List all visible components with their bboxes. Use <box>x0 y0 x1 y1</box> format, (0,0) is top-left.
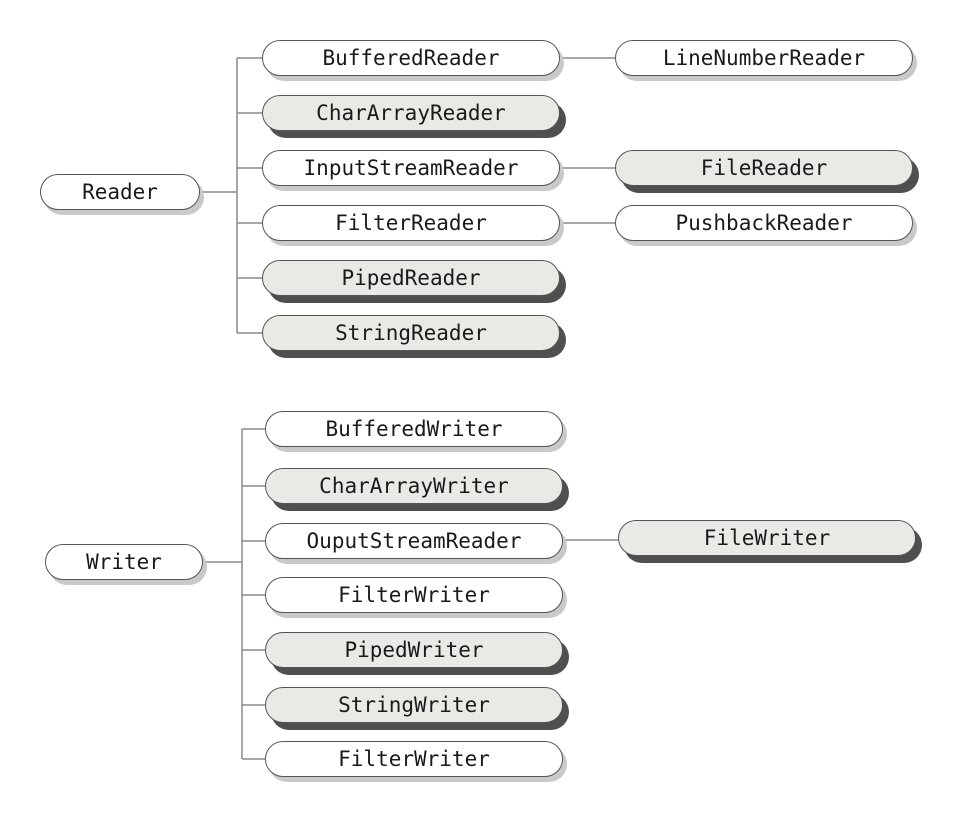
node-pushback-reader: PushbackReader <box>615 205 913 241</box>
node-reader: Reader <box>40 174 200 210</box>
node-filter-reader: FilterReader <box>262 205 560 241</box>
node-input-stream-reader: InputStreamReader <box>262 150 560 186</box>
node-writer: Writer <box>45 544 203 580</box>
node-char-array-reader: CharArrayReader <box>262 95 560 131</box>
node-filter-writer-2: FilterWriter <box>265 741 563 777</box>
node-buffered-reader: BufferedReader <box>262 40 560 76</box>
node-string-writer: StringWriter <box>265 687 563 723</box>
node-filter-writer: FilterWriter <box>265 577 563 613</box>
node-file-writer: FileWriter <box>618 520 916 556</box>
node-buffered-writer: BufferedWriter <box>265 411 563 447</box>
node-piped-writer: PipedWriter <box>265 632 563 668</box>
node-line-number-reader: LineNumberReader <box>615 40 913 76</box>
node-char-array-writer: CharArrayWriter <box>265 468 563 504</box>
node-string-reader: StringReader <box>262 315 560 351</box>
node-piped-reader: PipedReader <box>262 260 560 296</box>
node-file-reader: FileReader <box>615 150 913 186</box>
node-output-stream-reader: OuputStreamReader <box>265 523 563 559</box>
